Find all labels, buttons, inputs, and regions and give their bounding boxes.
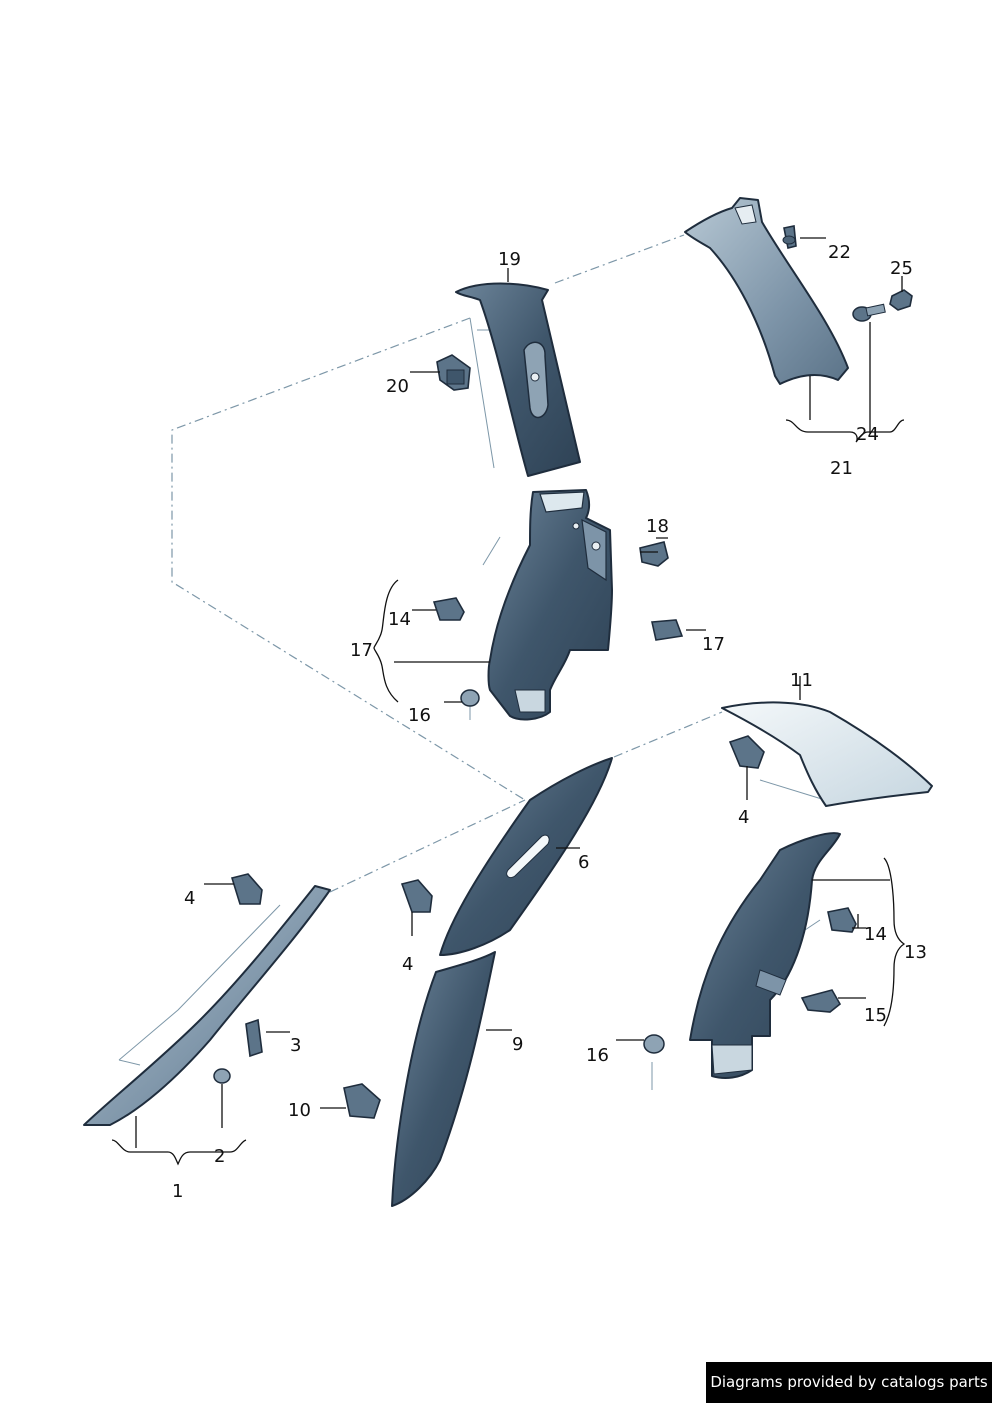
part-14-clip-upper <box>432 597 465 621</box>
part-20-pillar-upper-trim <box>455 282 581 477</box>
callout-10: 10 <box>288 1100 311 1121</box>
part-4-clip-right <box>728 735 765 769</box>
callout-17: 17 <box>350 640 373 661</box>
part-16-plug-upper <box>460 689 480 707</box>
part-21-clip <box>436 354 471 391</box>
part-10-clip <box>343 1083 381 1119</box>
part-2-fastener <box>213 1068 231 1084</box>
leader-lines <box>111 237 906 1166</box>
part-4-clip-left <box>230 873 263 905</box>
callout-15: 15 <box>864 1005 887 1026</box>
callout-22: 21 <box>830 458 853 479</box>
callout-24: 24 <box>856 424 879 445</box>
part-17-pillar-lower-trim <box>487 489 613 721</box>
part-22-pillar-cover <box>684 197 849 385</box>
callout-14-lower: 14 <box>864 924 887 945</box>
callout-14-upper: 14 <box>388 609 411 630</box>
part-23-screw <box>782 225 797 249</box>
callout-11: 11 <box>790 670 813 691</box>
part-1-sill-trim <box>83 885 331 1126</box>
callout-4-left: 4 <box>184 888 195 909</box>
callout-19: 18 <box>646 516 669 537</box>
callout-4-right: 4 <box>738 807 749 828</box>
callout-labels: 19 20 22 25 24 21 18 14 17 17 16 11 4 6 … <box>172 242 927 1202</box>
part-19-clip <box>639 541 669 567</box>
callout-20: 19 <box>498 249 521 270</box>
callout-18: 17 <box>702 634 725 655</box>
callout-13: 13 <box>904 942 927 963</box>
callout-25: 25 <box>890 258 913 279</box>
part-6-pillar-trim <box>439 757 613 956</box>
callout-3: 3 <box>290 1035 301 1056</box>
part-3-clip <box>245 1018 263 1058</box>
callout-16-lower: 16 <box>586 1045 609 1066</box>
part-9-lower-pillar-panel <box>391 951 496 1207</box>
part-15-clip <box>800 989 842 1013</box>
part-14-clip-lower <box>827 907 857 933</box>
part-16-plug-lower <box>643 1034 665 1054</box>
callout-1: 1 <box>172 1181 183 1202</box>
callout-9: 9 <box>512 1034 523 1055</box>
callout-2: 2 <box>214 1146 225 1167</box>
part-13-rear-quarter-trim <box>689 832 841 1079</box>
callout-21: 20 <box>386 376 409 397</box>
callout-23: 22 <box>828 242 851 263</box>
part-25-nut <box>889 289 913 311</box>
callout-6: 6 <box>578 852 589 873</box>
part-11-shelf-cover <box>721 701 933 807</box>
callout-16-upper: 16 <box>408 705 431 726</box>
part-18-clip <box>651 619 684 641</box>
part-4-clip-center <box>400 879 433 913</box>
part-24-bolt <box>852 303 886 322</box>
credit-banner: Diagrams provided by catalogs parts <box>706 1362 992 1403</box>
callout-4-center: 4 <box>402 954 413 975</box>
assembly-guide-lines <box>118 234 826 1090</box>
